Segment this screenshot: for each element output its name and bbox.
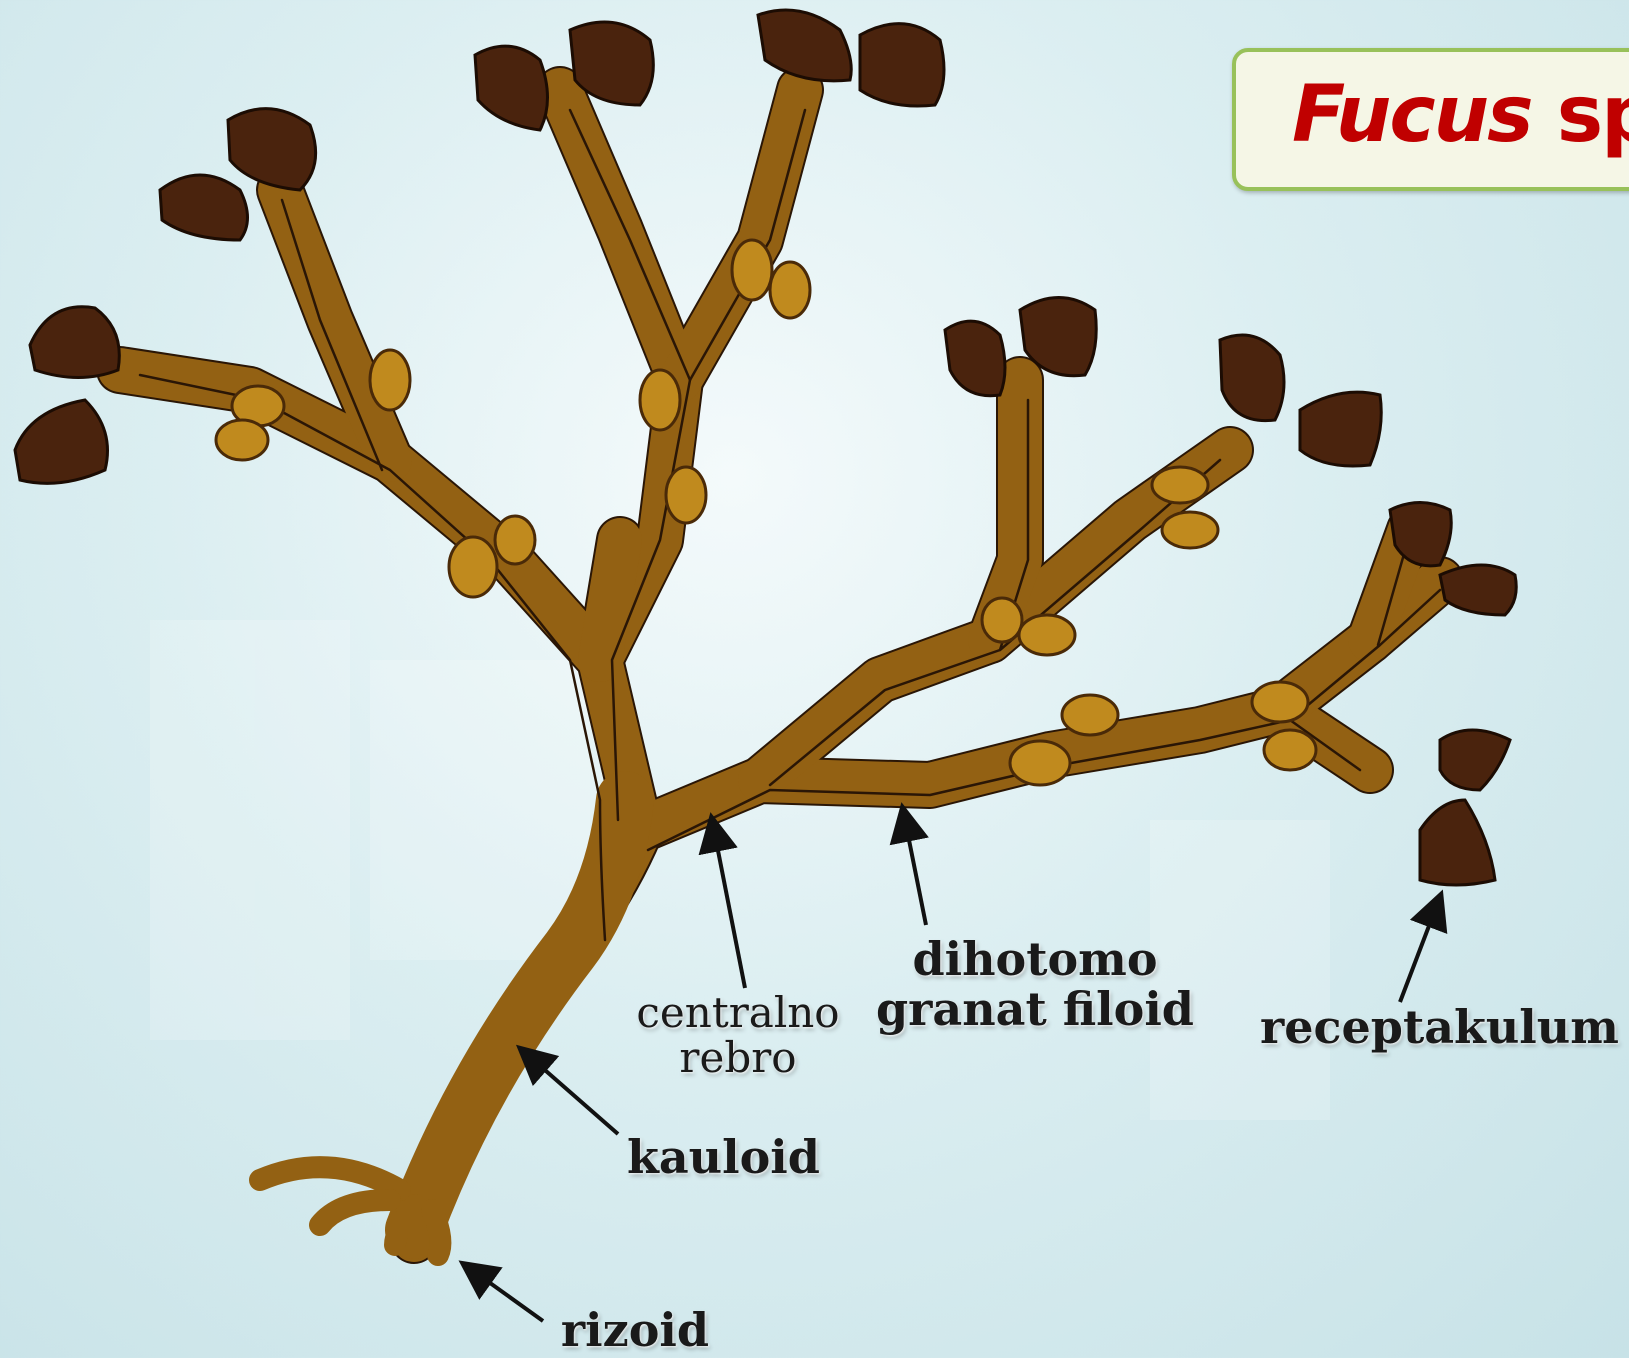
title-box: Fucus sp. (1232, 48, 1629, 191)
label-rizoid: rizoid (555, 1306, 715, 1356)
arrow-receptakulum (1400, 897, 1440, 1002)
label-dihotomo-line1: dihotomo (870, 935, 1200, 985)
arrow-kauloid (522, 1050, 618, 1134)
label-dihotomo-line2: granat filoid (870, 985, 1200, 1035)
arrow-dihotomo-granat-filoid (903, 810, 926, 925)
label-dihotomo-granat-filoid: dihotomo granat filoid (870, 935, 1200, 1034)
page-title: Fucus sp. (1292, 70, 1629, 160)
label-receptakulum: receptakulum (1260, 1003, 1615, 1053)
label-centralno-rebro: centralno rebro (633, 990, 843, 1081)
title-genus: Fucus (1292, 70, 1532, 160)
label-centralno-rebro-line1: centralno (633, 990, 843, 1035)
arrow-centralno-rebro (712, 820, 745, 988)
label-centralno-rebro-line2: rebro (633, 1035, 843, 1080)
title-species: sp. (1532, 70, 1629, 160)
arrow-rizoid (465, 1265, 543, 1321)
label-kauloid: kauloid (627, 1133, 817, 1183)
